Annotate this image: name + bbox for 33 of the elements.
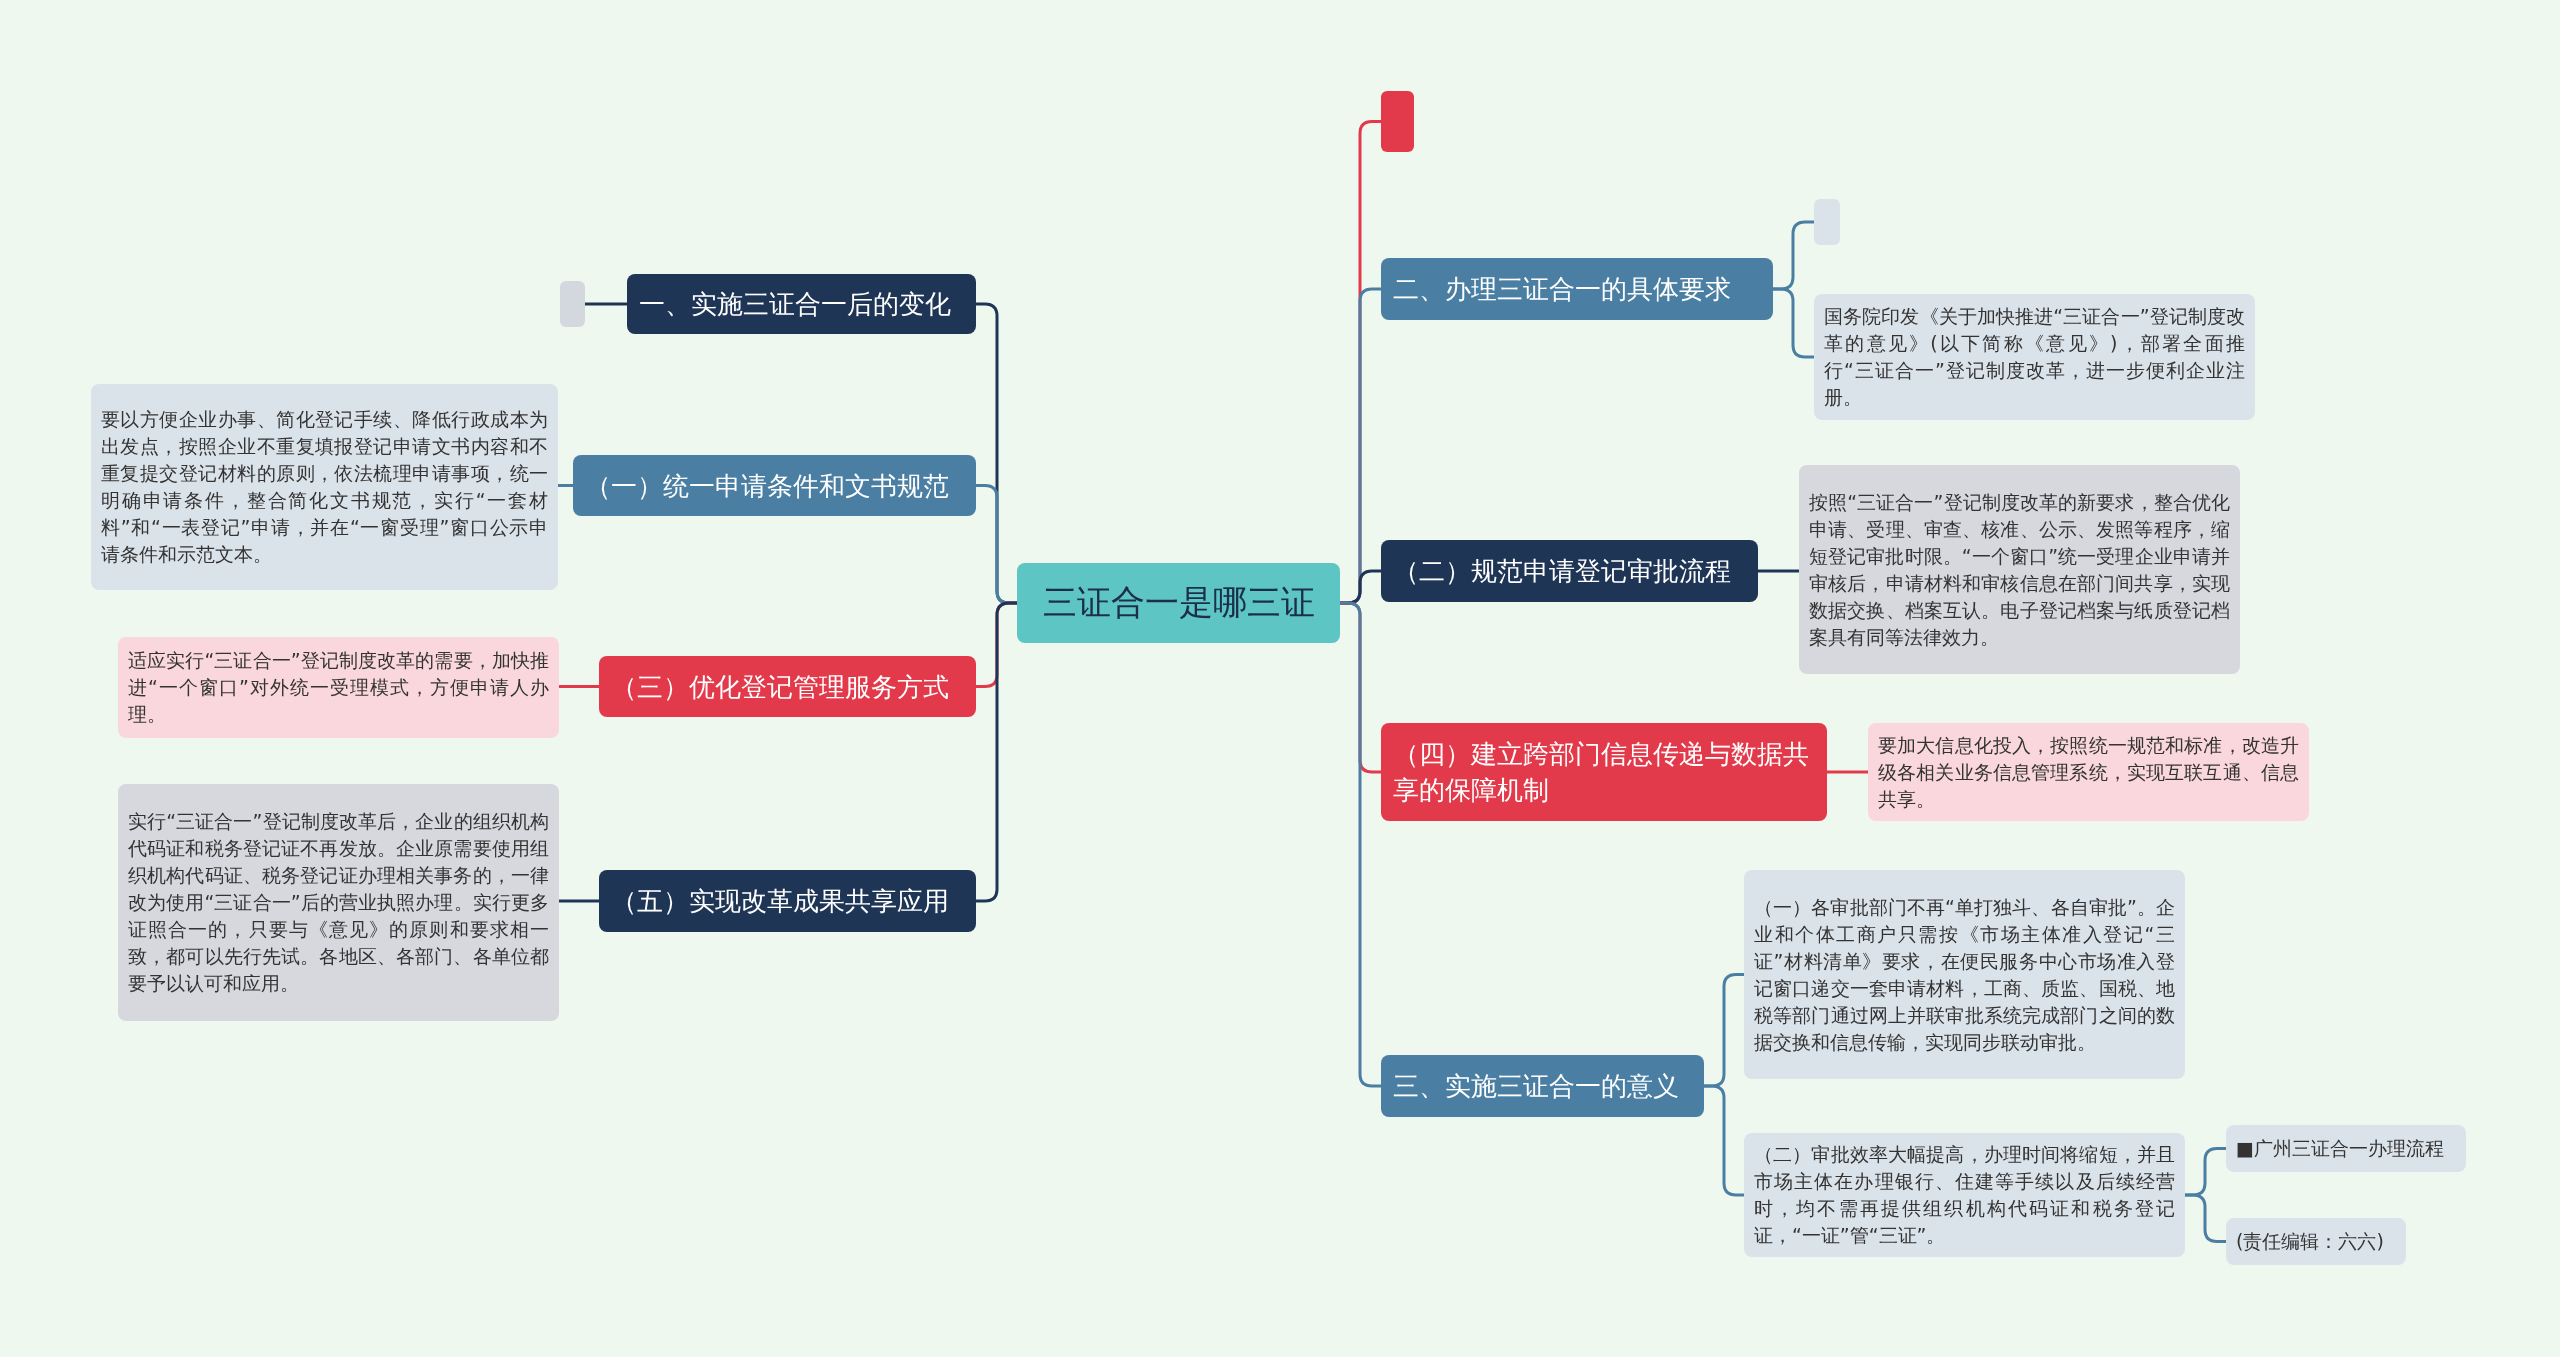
note-box: 按照“三证合一”登记制度改革的新要求，整合优化申请、受理、审查、核准、公示、发照等程序，缩短登记审批时限。“一个窗口”统一受理企业申请并审核后，申请材料和审核信息在部门间共享，实现数据交换、档案互认。电子登记档案与纸质登记档案具有同等法律效力。 xyxy=(1799,465,2240,674)
connector-line xyxy=(1340,601,1381,1088)
note-box: 国务院印发《关于加快推进“三证合一”登记制度改革的意见》(以下简称《意见》)，部署全面推行“三证合一”登记制度改革，进一步便利企业注册。 xyxy=(1814,294,2255,420)
note-box: 实行“三证合一”登记制度改革后，企业的组织机构代码证和税务登记证不再发放。企业原需要使用组织机构代码证、税务登记证办理相关事务的，一律改为使用“三证合一”后的营业执照办理。实行更多证照合一的，只要与《意见》的原则和要求相一致，都可以先行先试。各地区、各部门、各单位都要予以认可和应用。 xyxy=(118,784,559,1021)
topic-box: 一、实施三证合一后的变化 xyxy=(627,274,976,334)
note-box: ■广州三证合一办理流程 xyxy=(2226,1125,2466,1172)
topic-box: （三）优化登记管理服务方式 xyxy=(599,656,976,717)
connector-line xyxy=(559,899,599,903)
empty-box xyxy=(560,281,585,327)
central-topic: 三证合一是哪三证 xyxy=(1017,563,1340,643)
topic-box: 二、办理三证合一的具体要求 xyxy=(1381,258,1773,320)
connector-line xyxy=(585,302,627,306)
connector-line xyxy=(1773,287,1814,359)
topic-box: （二）规范申请登记审批流程 xyxy=(1381,540,1758,602)
topic-box: （四）建立跨部门信息传递与数据共享的保障机制 xyxy=(1381,723,1827,821)
connector-line xyxy=(2185,1193,2226,1243)
connector-line xyxy=(1827,770,1868,774)
note-box: （一）各审批部门不再“单打独斗、各自审批”。企业和个体工商户只需按《市场主体准入登记“三证”材料清单》要求，在便民服务中心市场准入登记窗口递交一套申请材料，工商、质监、国税、地税等部门通过网上并联审批系统完成部门之间的数据交换和信息传输，实现同步联动审批。 xyxy=(1744,870,2185,1079)
connector-line xyxy=(976,601,1017,903)
topic-box: （一）统一申请条件和文书规范 xyxy=(573,455,976,516)
note-box: 要加大信息化投入，按照统一规范和标准，改造升级各相关业务信息管理系统，实现互联互通、信息共享。 xyxy=(1868,723,2309,821)
empty-box xyxy=(1381,91,1414,152)
connector-line xyxy=(1758,569,1799,573)
connector-line xyxy=(558,484,573,487)
note-box: 适应实行“三证合一”登记制度改革的需要，加快推进“一个窗口”对外统一受理模式，方便申请人办理。 xyxy=(118,637,559,738)
note-box: (责任编辑：六六) xyxy=(2226,1218,2406,1265)
connector-line xyxy=(559,685,599,688)
empty-box xyxy=(1814,199,1840,245)
connector-line xyxy=(1704,1084,1744,1197)
topic-box: 三、实施三证合一的意义 xyxy=(1381,1055,1704,1117)
note-box: （二）审批效率大幅提高，办理时间将缩短，并且市场主体在办理银行、住建等手续以及后续经营时，均不需再提供组织机构代码证和税务登记证，“一证”管“三证”。 xyxy=(1744,1133,2185,1257)
note-box: 要以方便企业办事、简化登记手续、降低行政成本为出发点，按照企业不重复填报登记申请文书内容和不重复提交登记材料的原则，依法梳理申请事项，统一明确申请条件，整合简化文书规范，实行“一套材料”和“一表登记”申请，并在“一窗受理”窗口公示申请条件和示范文本。 xyxy=(91,384,558,590)
topic-box: （五）实现改革成果共享应用 xyxy=(599,870,976,932)
